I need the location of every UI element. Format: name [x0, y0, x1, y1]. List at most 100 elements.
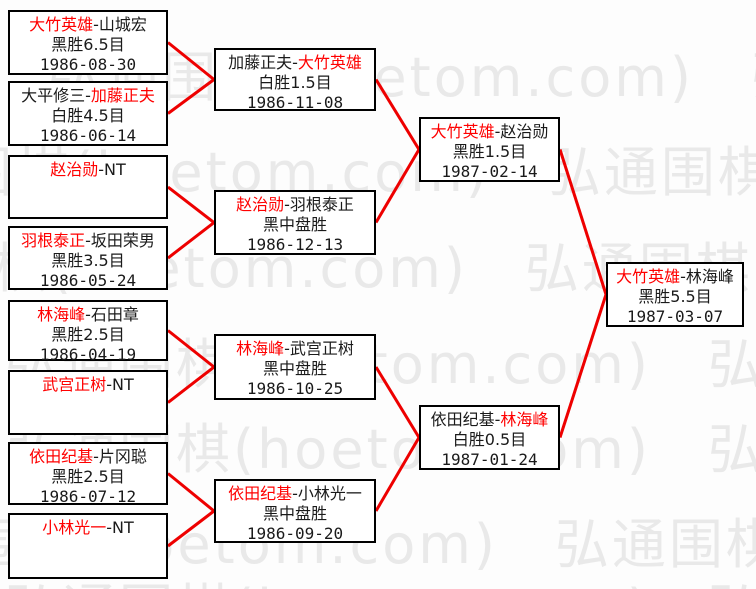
match-players: 小林光一-NT	[10, 518, 166, 538]
match-players: 林海峰-石田章	[10, 305, 166, 325]
player-name: 林海峰	[685, 267, 734, 286]
player-name: 依田纪基	[430, 410, 495, 429]
connector-line	[167, 472, 215, 513]
player-name: 小林光一	[297, 484, 362, 503]
match-result: 黑胜2.5目	[51, 325, 125, 344]
connector-line	[374, 78, 421, 151]
match-date: 1986-11-08	[246, 93, 344, 112]
match-result	[10, 395, 166, 415]
player-separator: -	[292, 53, 298, 72]
match-result: 黑中盘胜	[262, 215, 327, 234]
match-players: 加藤正夫-大竹英雄	[216, 53, 374, 73]
match-date: 1986-07-12	[39, 487, 137, 506]
match-result: 白胜1.5目	[258, 73, 332, 92]
match-date: 1986-05-24	[39, 271, 137, 290]
match-players: 赵治勋-羽根泰正	[216, 195, 374, 215]
connector-line	[374, 436, 421, 512]
connector-line	[167, 221, 215, 260]
player-separator: -	[494, 122, 501, 141]
player-name: 武宫正树	[289, 339, 354, 358]
player-name: 石田章	[90, 305, 139, 324]
player-separator: -	[85, 231, 91, 250]
match-players: 武宫正树-NT	[10, 375, 166, 395]
player-name: 赵治勋	[236, 195, 285, 214]
player-separator: -	[98, 160, 105, 179]
player-separator: -	[106, 375, 113, 394]
player-separator: -	[85, 86, 91, 105]
player-name: NT	[112, 518, 134, 537]
match-result: 黑胜3.5目	[51, 251, 125, 270]
match-result: 黑胜5.5目	[638, 287, 712, 306]
match-players: 依田纪基-林海峰	[421, 410, 558, 430]
player-name: 大平修三	[21, 86, 86, 105]
match-date: 1986-10-25	[246, 379, 344, 398]
player-name: 大竹英雄	[29, 15, 94, 34]
match-players: 大竹英雄-山城宏	[10, 15, 166, 35]
match-players: 赵治勋-NT	[10, 160, 166, 180]
connector-line	[167, 365, 215, 404]
match-date: 1986-08-30	[39, 55, 137, 74]
player-name: 依田纪基	[228, 484, 293, 503]
match-date: 1986-12-13	[246, 235, 344, 254]
match-result: 白胜0.5目	[452, 430, 527, 449]
player-name: 羽根泰正	[21, 231, 86, 250]
player-separator: -	[494, 410, 501, 429]
match-result: 黑胜6.5目	[51, 35, 125, 54]
connector-line	[558, 149, 608, 295]
player-name: 坂田荣男	[90, 231, 155, 250]
connector-line	[167, 41, 215, 81]
player-name: 大竹英雄	[616, 267, 681, 286]
player-separator: -	[292, 484, 298, 503]
match-result	[10, 180, 166, 200]
match-players: 大竹英雄-赵治勋	[421, 122, 558, 142]
player-separator: -	[284, 195, 290, 214]
match-box: 赵治勋-NT	[8, 155, 168, 219]
match-date	[10, 415, 166, 435]
player-name: 大竹英雄	[297, 53, 362, 72]
match-result: 黑中盘胜	[262, 359, 327, 378]
match-date	[10, 558, 166, 578]
match-result: 黑胜1.5目	[452, 142, 527, 161]
match-players: 大竹英雄-林海峰	[608, 267, 742, 287]
player-separator: -	[284, 339, 290, 358]
match-date: 1987-01-24	[441, 450, 538, 469]
connector-line	[167, 329, 215, 369]
match-date: 1987-02-14	[441, 162, 538, 181]
match-result	[10, 538, 166, 558]
player-separator: -	[93, 15, 99, 34]
player-name: 山城宏	[98, 15, 147, 34]
player-name: NT	[112, 375, 134, 394]
match-result: 白胜4.5目	[51, 106, 125, 125]
player-name: 林海峰	[500, 410, 549, 429]
connector-line	[167, 185, 215, 224]
player-name: 林海峰	[37, 305, 86, 324]
connector-line	[374, 366, 421, 439]
match-date: 1986-04-19	[39, 345, 137, 364]
match-players: 林海峰-武宫正树	[216, 339, 374, 359]
player-name: 小林光一	[42, 518, 107, 537]
player-separator: -	[85, 305, 91, 324]
match-players: 大平修三-加藤正夫	[10, 86, 166, 106]
player-name: 依田纪基	[29, 447, 94, 466]
player-name: NT	[104, 160, 126, 179]
connector-line	[374, 148, 421, 224]
player-name: 赵治勋	[50, 160, 99, 179]
match-players: 羽根泰正-坂田荣男	[10, 231, 166, 251]
player-name: 赵治勋	[500, 122, 549, 141]
player-name: 加藤正夫	[228, 53, 293, 72]
connector-line	[167, 78, 215, 115]
player-name: 片冈聪	[98, 447, 147, 466]
match-date: 1986-06-14	[39, 126, 137, 145]
